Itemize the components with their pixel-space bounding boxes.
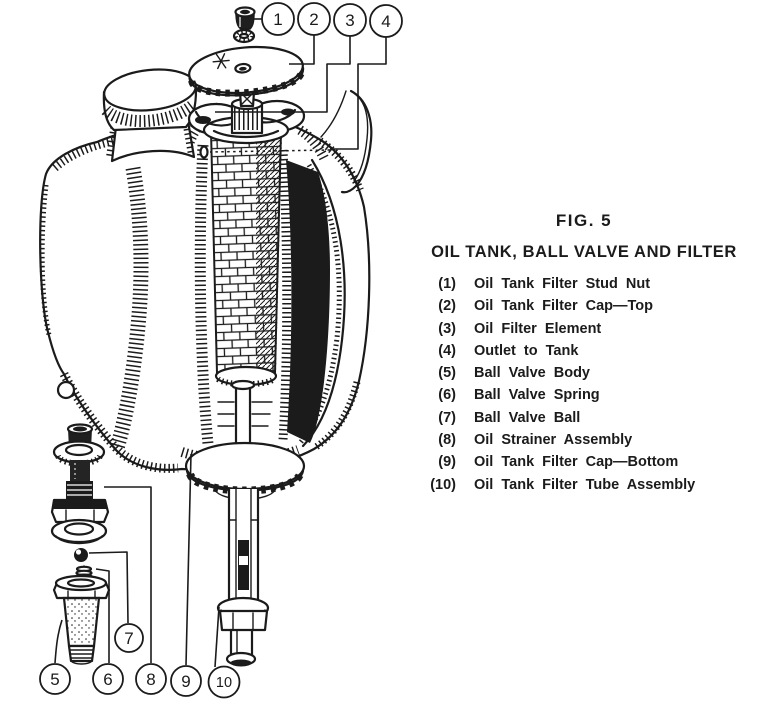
leader-lines	[54, 18, 387, 668]
svg-text:1: 1	[273, 10, 282, 29]
svg-text:2: 2	[309, 10, 318, 29]
parts-list: (1) Oil Tank Filter Stud Nut (2) Oil Tan…	[398, 273, 770, 496]
part-label: Oil Tank Filter Cap—Bottom	[474, 454, 679, 471]
part-row: (9) Oil Tank Filter Cap—Bottom	[398, 451, 770, 473]
part-number: (1)	[438, 276, 456, 292]
part-number: (2)	[438, 298, 456, 315]
ball-valve-ball	[74, 548, 88, 562]
svg-text:5: 5	[50, 670, 59, 689]
figure-title: OIL TANK, BALL VALVE AND FILTER	[431, 243, 737, 261]
callout-2: 2	[297, 2, 331, 36]
svg-text:4: 4	[381, 12, 390, 31]
oil-filter-element	[209, 130, 283, 388]
filter-element-top-spider	[187, 85, 306, 145]
part-label: Oil Tank Filter Cap—Top	[474, 298, 654, 315]
outlet-to-tank-hole	[199, 145, 209, 159]
svg-text:7: 7	[124, 629, 133, 648]
part-label: Ball Valve Body	[474, 365, 590, 382]
part-label: Ball Valve Spring	[474, 387, 600, 404]
svg-text:10: 10	[216, 675, 232, 691]
part-label: Outlet to Tank	[474, 342, 579, 359]
part-row: (8) Oil Strainer Assembly	[398, 429, 770, 451]
part-number: (10)	[430, 476, 456, 493]
svg-text:6: 6	[103, 670, 112, 689]
part-row: (2) Oil Tank Filter Cap—Top	[398, 295, 770, 317]
part-label: Oil Filter Element	[474, 320, 602, 337]
svg-text:3: 3	[345, 11, 354, 30]
filter-tube-assembly	[184, 379, 306, 667]
oil-strainer-assembly	[50, 423, 110, 545]
figure-label: FIG. 5	[555, 211, 613, 230]
part-number: (8)	[438, 432, 456, 449]
part-row: (7) Ball Valve Ball	[398, 407, 770, 429]
part-label: Oil Tank Filter Tube Assembly	[474, 476, 696, 493]
part-row: (10) Oil Tank Filter Tube Assembly	[398, 474, 770, 496]
part-number: (3)	[438, 320, 456, 337]
callout-10: 10	[207, 665, 241, 699]
filter-cap-top	[188, 45, 305, 97]
filter-stud-nut	[232, 6, 256, 44]
callout-8: 8	[135, 663, 167, 695]
svg-text:8: 8	[146, 670, 155, 689]
cap-star-mark	[212, 53, 230, 70]
figure-caption: FIG. 5 OIL TANK, BALL VALVE AND FILTER (…	[398, 212, 770, 496]
part-row: (6) Ball Valve Spring	[398, 384, 770, 406]
svg-text:9: 9	[181, 672, 190, 691]
callout-7: 7	[114, 623, 144, 653]
callouts: 1 2 3 4 5 6 7	[39, 2, 403, 699]
part-row: (5) Ball Valve Body	[398, 362, 770, 384]
part-label: Oil Tank Filter Stud Nut	[474, 276, 651, 292]
part-number: (7)	[438, 409, 456, 426]
callout-9: 9	[170, 665, 202, 697]
callout-5: 5	[39, 663, 71, 695]
part-row: (3) Oil Filter Element	[398, 318, 770, 340]
part-label: Oil Strainer Assembly	[474, 432, 633, 449]
callout-6: 6	[92, 663, 124, 695]
tube-hex-fitting	[216, 596, 270, 667]
callout-1: 1	[261, 2, 295, 36]
outlet-pipe	[320, 89, 373, 194]
part-number: (4)	[438, 342, 456, 359]
part-row: (1) Oil Tank Filter Stud Nut	[398, 273, 770, 295]
part-label: Ball Valve Ball	[474, 409, 581, 426]
part-number: (6)	[438, 387, 456, 404]
part-number: (5)	[438, 365, 456, 382]
part-row: (4) Outlet to Tank	[398, 340, 770, 362]
tank-edge-boss	[56, 380, 76, 400]
callout-4: 4	[369, 4, 403, 38]
part-number: (9)	[438, 454, 456, 471]
callout-3: 3	[333, 3, 367, 37]
filler-cap	[101, 68, 199, 163]
ball-valve-body	[52, 565, 111, 665]
filter-well-cutaway	[180, 101, 346, 448]
